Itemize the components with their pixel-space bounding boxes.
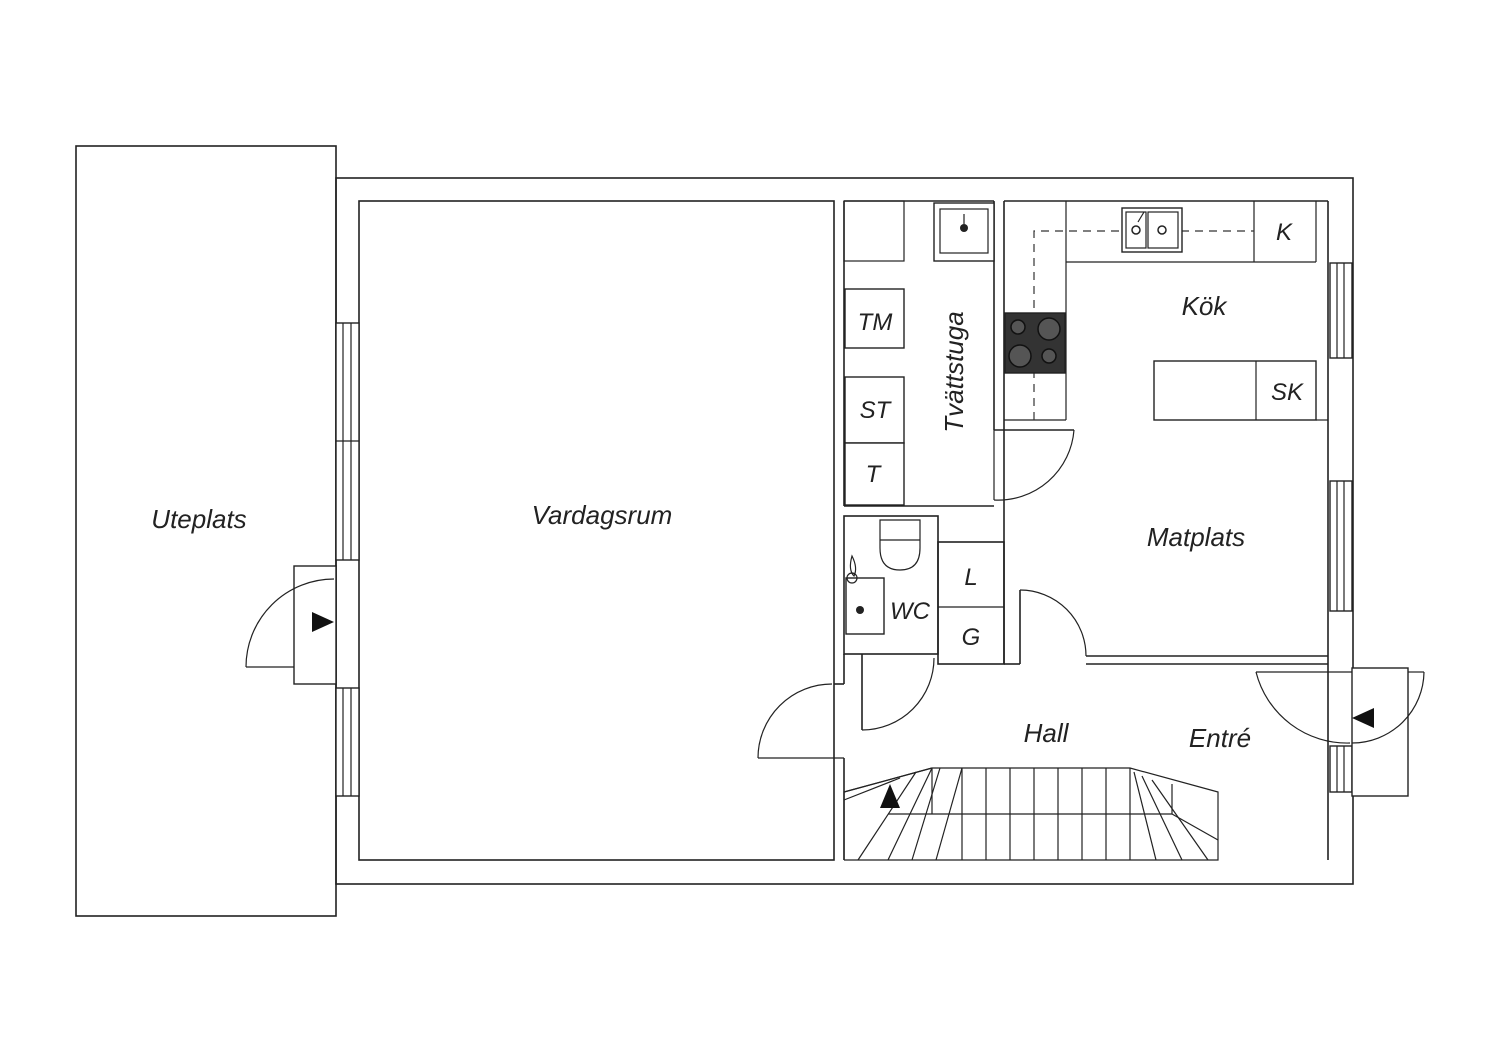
living-room-door [757, 654, 845, 860]
fixture-label-g: G [962, 624, 981, 651]
laundry-room [843, 200, 1075, 507]
room-label-entre: Entré [1189, 723, 1251, 753]
stair-up-arrow-icon [880, 784, 900, 808]
tumble-dryer [844, 442, 905, 506]
kitchen-sink-icon [1121, 207, 1183, 253]
terrace-door [245, 565, 337, 685]
room-label-hall: Hall [1024, 718, 1070, 748]
fixture-label-l: L [964, 564, 977, 591]
window-right-upper [1329, 262, 1353, 359]
fixture-label-t: T [866, 461, 883, 488]
fixture-label-k: K [1276, 219, 1293, 246]
fixture-label-tm: TM [858, 309, 893, 336]
room-label-tvattstuga: Tvättstuga [939, 311, 969, 432]
storage-closets [937, 506, 1005, 665]
room-label-wc: WC [890, 598, 931, 625]
toilet-icon [879, 519, 921, 571]
living-room-wall [358, 200, 835, 861]
room-label-matplats: Matplats [1147, 522, 1245, 552]
fixture-label-st: ST [860, 397, 893, 424]
kitchen-island [1153, 360, 1317, 421]
wc-sink-icon [845, 577, 885, 635]
wc-room [843, 515, 939, 731]
window-left-lower [335, 687, 360, 797]
room-label-vardagsrum: Vardagsrum [532, 500, 673, 530]
room-label-kok: Kök [1182, 291, 1229, 321]
hall-partition [1003, 430, 1328, 665]
stove-icon [1004, 312, 1066, 374]
entrance-door [1255, 656, 1425, 860]
entry-arrow-icon [312, 612, 334, 632]
dryer-cabinet [844, 376, 905, 444]
staircase [843, 767, 1219, 861]
window-right-middle [1329, 480, 1353, 612]
window-right-lower [1329, 745, 1353, 793]
washing-machine [844, 288, 905, 349]
window-left-upper [335, 322, 360, 561]
room-label-uteplats: Uteplats [151, 504, 246, 534]
kitchen [1003, 200, 1329, 656]
fixture-label-sk: SK [1271, 379, 1304, 406]
entry-arrow-icon [1352, 708, 1374, 728]
